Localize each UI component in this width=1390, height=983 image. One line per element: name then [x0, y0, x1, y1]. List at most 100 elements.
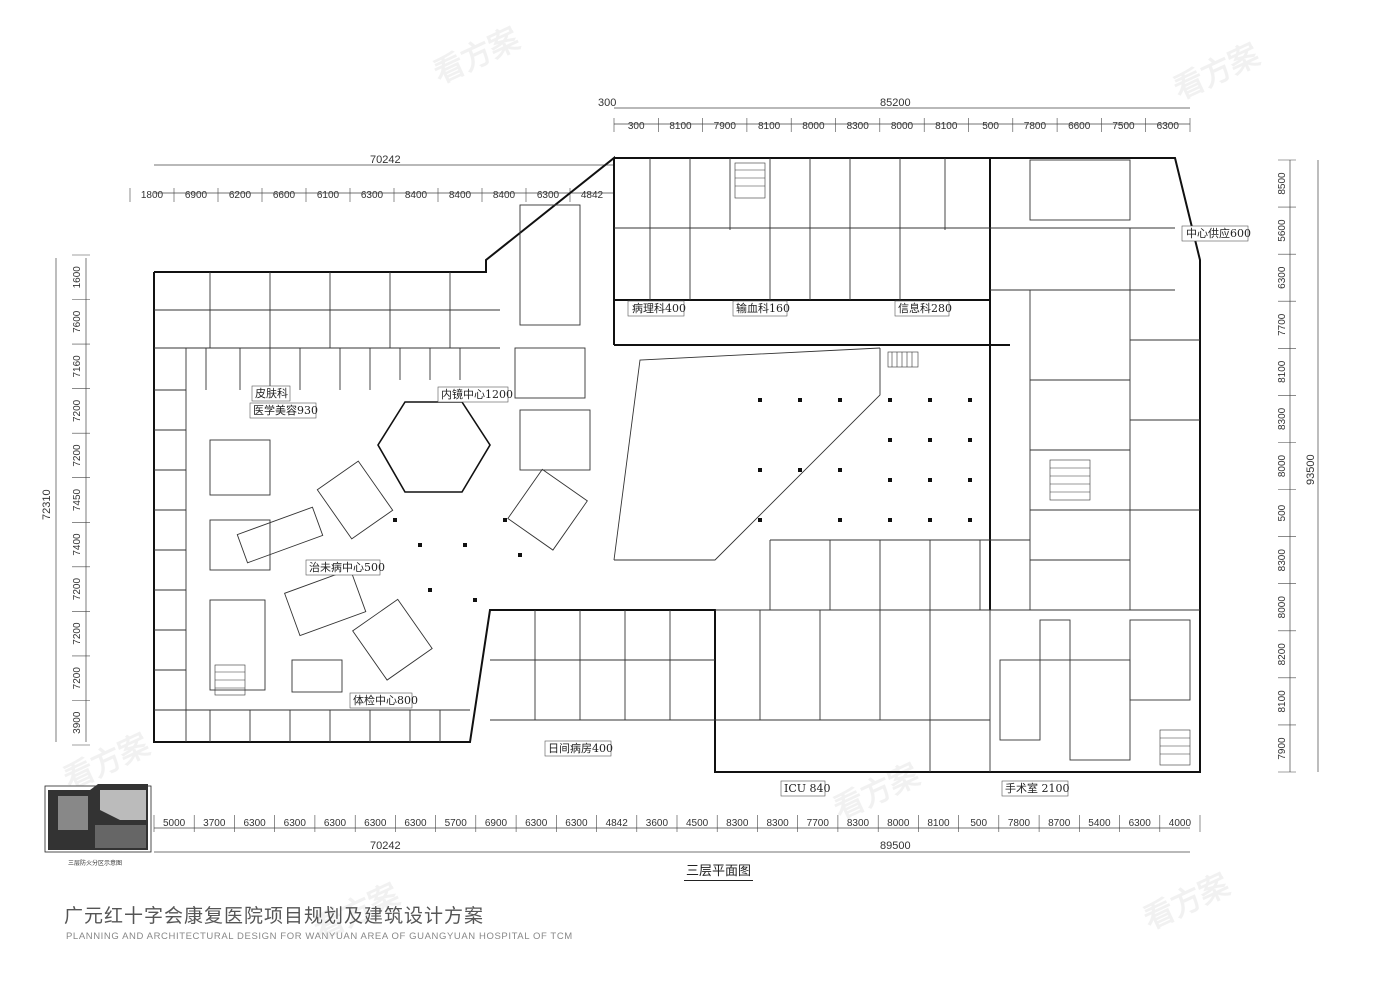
column-marker [888, 398, 892, 402]
dimension-value: 8000 [1277, 454, 1288, 477]
column-marker [838, 518, 842, 522]
dimension-value: 6300 [1157, 121, 1180, 132]
column-marker [798, 398, 802, 402]
column-marker [968, 518, 972, 522]
column-marker [928, 518, 932, 522]
dimension-value: 6900 [185, 190, 208, 201]
dim-bottom-total-70242: 70242 [370, 840, 401, 852]
dimension-value: 7600 [72, 310, 83, 333]
column-marker [798, 468, 802, 472]
dimension-value: 8000 [1277, 596, 1288, 619]
dimension-ticks [72, 118, 1296, 832]
zone-label-cosmetic: 医学美容930 [253, 403, 318, 417]
watermark: 看方案 [829, 757, 926, 827]
column-marker [758, 468, 762, 472]
watermark: 看方案 [1139, 867, 1236, 937]
watermark: 看方案 [429, 21, 526, 91]
dimension-value: 8000 [802, 121, 825, 132]
dimension-value: 4500 [686, 818, 709, 829]
dimension-value: 300 [628, 121, 645, 132]
stair-icon [214, 162, 1191, 766]
dimension-value: 6300 [243, 818, 266, 829]
watermark: 看方案 [1169, 37, 1266, 107]
dimension-value: 8400 [405, 190, 428, 201]
dimension-value: 7700 [1277, 313, 1288, 336]
column-marker [888, 478, 892, 482]
dimension-value: 6300 [1277, 266, 1288, 289]
dimension-value: 7800 [1024, 121, 1047, 132]
dimension-value: 6300 [364, 818, 387, 829]
column-marker [393, 518, 397, 522]
column-marker [968, 438, 972, 442]
dimension-value: 8300 [847, 121, 870, 132]
dimension-value: 7160 [72, 355, 83, 378]
dim-top-total-300: 300 [598, 97, 616, 109]
fire-zone-legend-thumbnail [44, 784, 152, 853]
dimension-value: 5400 [1088, 818, 1111, 829]
dimension-value: 7500 [1112, 121, 1135, 132]
dimension-value: 6900 [485, 818, 508, 829]
dimension-value: 8200 [1277, 643, 1288, 666]
zone-label-operating: 手术室 2100 [1005, 781, 1070, 795]
dimension-value: 6300 [565, 818, 588, 829]
building-outline [153, 155, 1201, 773]
zone-label-pathology: 病理科400 [632, 301, 686, 315]
dimension-value: 7200 [72, 667, 83, 690]
zone-label-supply: 中心供应600 [1186, 226, 1251, 240]
column-marker [418, 543, 422, 547]
dimension-value: 3600 [646, 818, 669, 829]
dimension-value: 8100 [927, 818, 950, 829]
dim-left-total: 72310 [41, 489, 53, 520]
zone-label-info: 信息科280 [898, 301, 952, 315]
dimension-value: 8000 [891, 121, 914, 132]
dimension-value: 5000 [163, 818, 186, 829]
zone-labels: 病理科400 输血科160 信息科280 中心供应600 皮肤科 医学美容930… [249, 225, 1251, 797]
dimension-value: 8400 [449, 190, 472, 201]
column-marker [928, 438, 932, 442]
dimension-value: 7400 [72, 533, 83, 556]
dimension-value: 8100 [1277, 360, 1288, 383]
dimension-lines [55, 107, 1319, 853]
dimension-value: 4842 [606, 818, 629, 829]
dimension-value: 8300 [726, 818, 749, 829]
dimension-value: 3900 [72, 711, 83, 734]
dimension-value: 500 [1277, 504, 1288, 521]
floor-title: 三层平面图 [684, 860, 754, 881]
dimension-value: 8300 [766, 818, 789, 829]
legend-caption: 三层防火分区示意图 [68, 860, 123, 867]
dimension-value: 7900 [1277, 737, 1288, 760]
dimension-value: 7900 [714, 121, 737, 132]
zone-label-endoscopy: 内镜中心1200 [441, 387, 513, 401]
dimension-value: 3700 [203, 818, 226, 829]
dimension-value: 6200 [229, 190, 252, 201]
dim-right-total: 93500 [1305, 454, 1317, 485]
dimension-value: 4000 [1169, 818, 1192, 829]
zone-label-blood: 输血科160 [736, 301, 790, 315]
dimension-value: 7700 [807, 818, 830, 829]
dimension-value: 8300 [1277, 407, 1288, 430]
dimension-value: 7800 [1008, 818, 1031, 829]
dimension-value: 8100 [669, 121, 692, 132]
column-marker [928, 398, 932, 402]
dimension-value: 8500 [1277, 172, 1288, 195]
dim-top-total-70242: 70242 [370, 154, 401, 166]
project-title: 广元红十字会康复医院项目规划及建筑设计方案 [64, 905, 485, 927]
dimension-value: 8000 [887, 818, 910, 829]
dimension-value: 8100 [758, 121, 781, 132]
dimension-value: 6300 [361, 190, 384, 201]
dimension-value: 6100 [317, 190, 340, 201]
column-marker [758, 518, 762, 522]
dimension-value: 6300 [284, 818, 307, 829]
column-marker [428, 588, 432, 592]
dimension-value: 6300 [1129, 818, 1152, 829]
dimension-value: 6300 [404, 818, 427, 829]
dimension-value: 7200 [72, 444, 83, 467]
dimension-value: 8700 [1048, 818, 1071, 829]
zone-label-preventive: 治未病中心500 [309, 560, 385, 574]
column-marker [838, 468, 842, 472]
column-marker [503, 518, 507, 522]
dimension-value: 6600 [273, 190, 296, 201]
